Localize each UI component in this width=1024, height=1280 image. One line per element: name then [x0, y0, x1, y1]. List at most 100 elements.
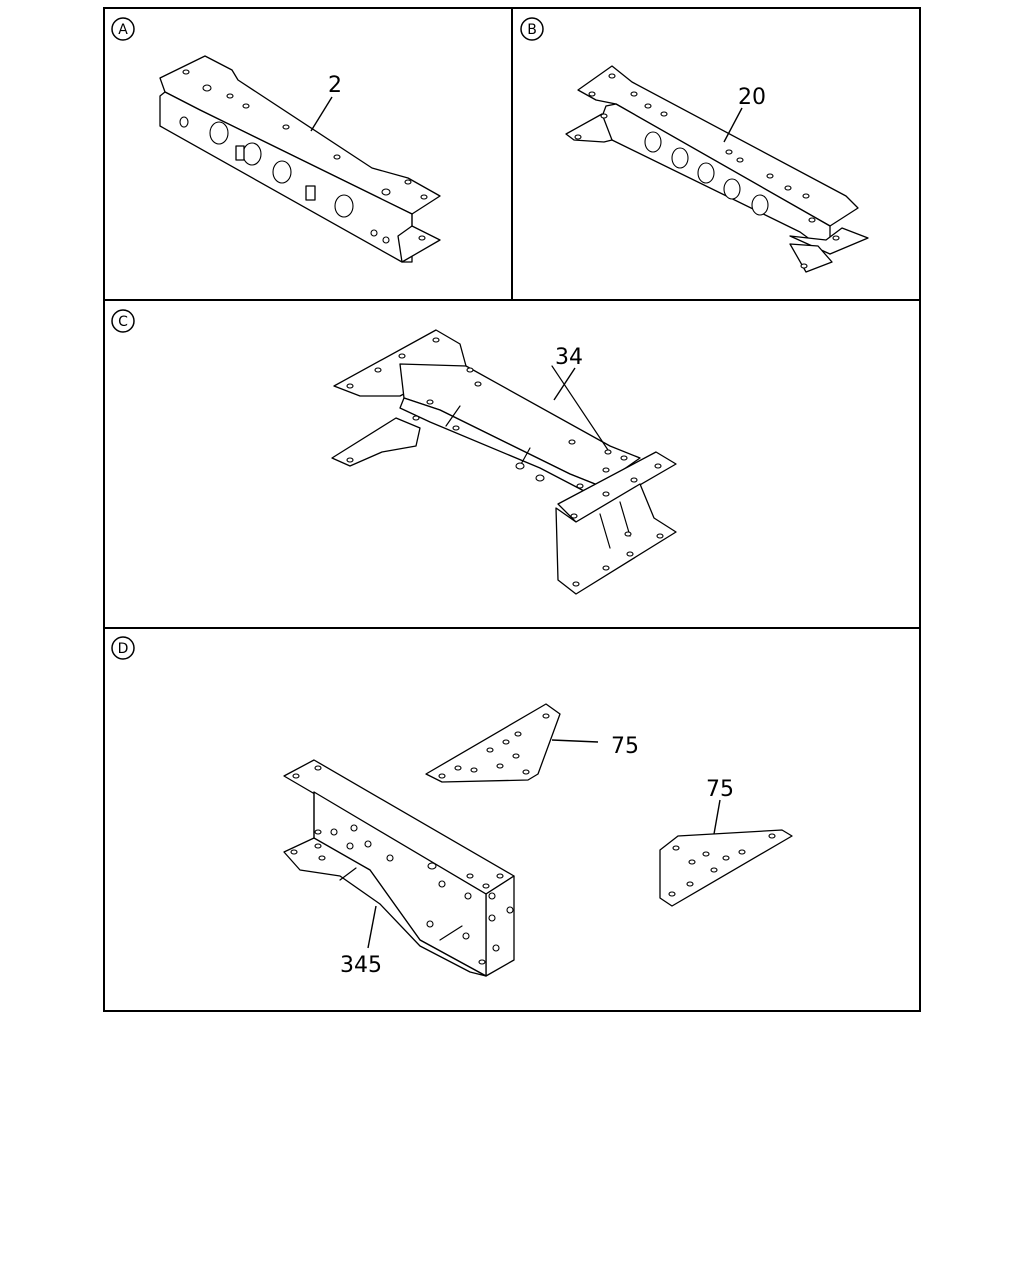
- crossmember-20-bolt-hole: [644, 103, 652, 109]
- crossmember-20-bolt-hole: [574, 134, 582, 140]
- crossmember-34-lower-left-flange: [331, 417, 421, 467]
- crossmember-2-bolt-hole: [333, 154, 341, 160]
- crossmember-345-bolt-hole: [314, 843, 322, 849]
- crossmember-34-bolt-hole: [346, 383, 354, 389]
- crossmember-345-bolt-hole: [292, 773, 300, 779]
- crossmember-20-bolt-hole: [766, 173, 774, 179]
- crossmember-345-bolt-hole: [426, 920, 434, 928]
- crossmember-345-crease: [439, 925, 463, 941]
- gusset-plate-75-upper-hole: [470, 767, 478, 773]
- crossmember-2-bolt-hole: [370, 229, 378, 237]
- crossmember-345-bolt-hole: [496, 873, 504, 879]
- gusset-plate-75-upper-hole: [486, 747, 494, 753]
- crossmember-34-bolt-hole: [426, 399, 434, 405]
- crossmember-34-crease: [445, 405, 461, 427]
- crossmember-2: [159, 55, 441, 263]
- crossmember-2-hole: [334, 194, 354, 218]
- crossmember-345-bolt-hole: [386, 854, 394, 862]
- crossmember-20-bolt-hole: [588, 91, 596, 97]
- crossmember-20-bottom-tab: [789, 243, 833, 273]
- crossmember-2-bolt-hole: [226, 93, 234, 99]
- gusset-plate-75-upper-body: [425, 703, 561, 783]
- gusset-plate-75-right: [659, 829, 793, 907]
- crossmember-20-top-flange: [577, 65, 859, 227]
- crossmember-34-right-web: [555, 483, 677, 595]
- gusset-plate-75-right-hole: [672, 845, 680, 851]
- crossmember-345-crease: [339, 867, 357, 881]
- crossmember-20-bolt-hole: [600, 113, 608, 119]
- panel-a: A: [111, 17, 441, 263]
- crossmember-345-bolt-hole: [488, 892, 496, 900]
- leader-345: [367, 905, 377, 949]
- crossmember-2-bolt-hole: [182, 69, 190, 75]
- crossmember-34-bolt-hole: [374, 367, 382, 373]
- badge-a-ring: [111, 17, 135, 41]
- crossmember-34-crease: [619, 501, 631, 537]
- crossmember-20-bolt-hole: [802, 193, 810, 199]
- gusset-plate-75-right-body: [659, 829, 793, 907]
- gusset-plate-75-upper: [425, 703, 561, 783]
- crossmember-2-bolt-hole: [418, 235, 426, 241]
- leader-2: [310, 96, 333, 132]
- crossmember-34-bolt-hole: [466, 367, 474, 373]
- crossmember-34-bolt-hole: [624, 531, 632, 537]
- crossmember-2-bolt-hole: [242, 103, 250, 109]
- panel-c: C: [111, 309, 677, 595]
- badge-d-label: D: [118, 641, 129, 657]
- crossmember-2-bolt-hole: [381, 188, 391, 196]
- crossmember-345-bottom-flange: [283, 837, 487, 977]
- gusset-plate-75-upper-hole: [512, 753, 520, 759]
- gusset-plate-75-upper-hole: [502, 739, 510, 745]
- crossmember-34-edge: [551, 365, 609, 451]
- badge-d: D: [111, 636, 135, 660]
- gusset-plate-75-right-hole: [738, 849, 746, 855]
- crossmember-34-bolt-hole: [452, 425, 460, 431]
- callout-75-upper: 75: [611, 734, 639, 759]
- crossmember-20-hole: [697, 162, 715, 184]
- crossmember-345-end-web: [485, 875, 515, 977]
- crossmember-34-bolt-hole: [398, 353, 406, 359]
- gusset-plate-75-right-hole: [722, 855, 730, 861]
- crossmember-34-bolt-hole: [602, 565, 610, 571]
- crossmember-2-bolt-hole: [420, 194, 428, 200]
- crossmember-345-bolt-hole: [330, 828, 338, 836]
- crossmember-34-bolt-hole: [630, 477, 638, 483]
- crossmember-20-hole: [723, 178, 741, 200]
- crossmember-345-bolt-hole: [350, 824, 358, 832]
- callout-345: 345: [340, 953, 382, 978]
- crossmember-2-hole: [179, 116, 189, 128]
- crossmember-34-bolt-hole: [572, 581, 580, 587]
- crossmember-345-bolt-hole: [466, 873, 474, 879]
- badge-a-label: A: [118, 22, 128, 38]
- leader-75-upper: [551, 739, 599, 743]
- panel-d: D: [111, 636, 793, 978]
- crossmember-345-bolt-hole: [482, 883, 490, 889]
- crossmember-345-bolt-hole: [318, 855, 326, 861]
- crossmember-34: [331, 329, 677, 595]
- leader-20: [723, 107, 743, 143]
- crossmember-20-bolt-hole: [784, 185, 792, 191]
- crossmember-2-clip: [305, 185, 316, 201]
- crossmember-345-bolt-hole: [438, 880, 446, 888]
- crossmember-34-bolt-hole: [474, 381, 482, 387]
- crossmember-34-bolt-hole: [656, 533, 664, 539]
- badge-b-ring: [520, 17, 544, 41]
- crossmember-345-bolt-hole: [364, 840, 372, 848]
- crossmember-34-crease: [599, 513, 611, 549]
- gusset-plate-75-upper-hole: [514, 731, 522, 737]
- callout-2: 2: [328, 73, 342, 98]
- gusset-plate-75-right-hole: [768, 833, 776, 839]
- crossmember-34-bolt-hole: [576, 483, 584, 489]
- crossmember-20-bolt-hole: [608, 73, 616, 79]
- gusset-plate-75-right-hole: [686, 881, 694, 887]
- crossmember-345-bolt-hole: [488, 914, 496, 922]
- badge-a: A: [111, 17, 135, 41]
- crossmember-20-bolt-hole: [808, 217, 816, 223]
- crossmember-20-bolt-hole: [660, 111, 668, 117]
- crossmember-20-bottom-flange: [789, 227, 869, 255]
- crossmember-345-bolt-hole: [314, 765, 322, 771]
- crossmember-2-bolt-hole: [282, 124, 290, 130]
- badge-c-label: C: [118, 314, 128, 330]
- leader-34: [553, 367, 576, 401]
- crossmember-345-bolt-hole: [462, 932, 470, 940]
